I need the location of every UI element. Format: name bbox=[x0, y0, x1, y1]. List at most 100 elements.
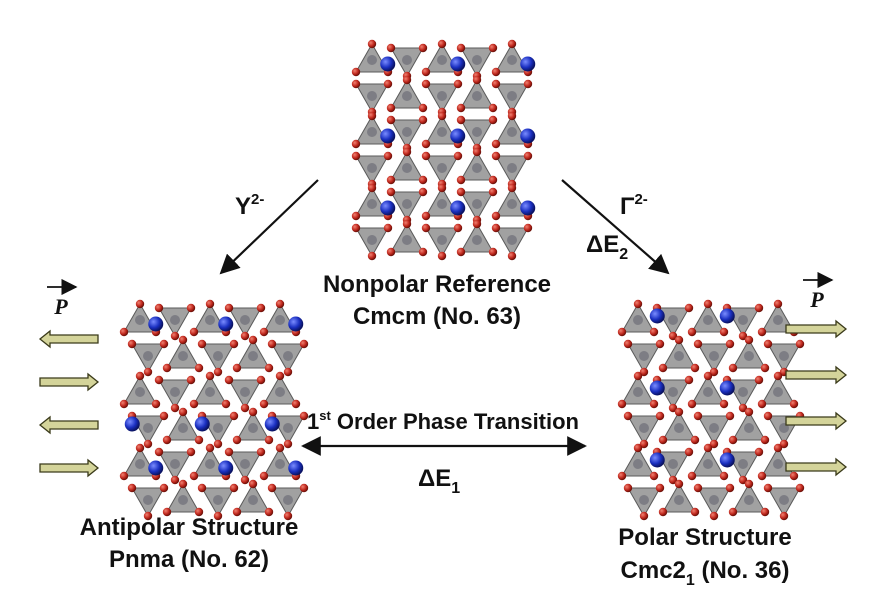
oxygen-atom bbox=[205, 371, 215, 381]
central-atom bbox=[402, 55, 412, 65]
oxygen-atom bbox=[453, 151, 463, 161]
oxygen-atom bbox=[383, 151, 393, 161]
oxygen-atom bbox=[719, 327, 729, 337]
cation-atom bbox=[380, 56, 396, 72]
central-atom bbox=[773, 315, 783, 325]
oxygen-atom bbox=[703, 371, 713, 381]
oxygen-atom bbox=[421, 79, 431, 89]
oxygen-atom bbox=[213, 511, 223, 521]
oxygen-atom bbox=[351, 223, 361, 233]
oxygen-atom bbox=[725, 483, 735, 493]
oxygen-atom bbox=[690, 435, 700, 445]
oxygen-atom bbox=[224, 303, 234, 313]
oxygen-atom bbox=[623, 339, 633, 349]
oxygen-atom bbox=[725, 411, 735, 421]
oxygen-atom bbox=[693, 411, 703, 421]
central-atom bbox=[283, 423, 293, 433]
oxygen-atom bbox=[523, 223, 533, 233]
oxygen-atom bbox=[728, 363, 738, 373]
oxygen-atom bbox=[488, 115, 498, 125]
oxygen-atom bbox=[658, 435, 668, 445]
oxygen-atom bbox=[623, 483, 633, 493]
oxygen-atom bbox=[687, 327, 697, 337]
oxygen-atom bbox=[170, 475, 180, 485]
central-atom bbox=[703, 387, 713, 397]
oxygen-atom bbox=[456, 115, 466, 125]
oxygen-atom bbox=[453, 223, 463, 233]
oxygen-atom bbox=[367, 39, 377, 49]
svg-text:P: P bbox=[809, 287, 824, 312]
oxygen-atom bbox=[773, 371, 783, 381]
nonpolar-space-group: Cmcm (No. 63) bbox=[353, 303, 521, 330]
oxygen-atom bbox=[684, 303, 694, 313]
oxygen-atom bbox=[170, 331, 180, 341]
central-atom bbox=[402, 235, 412, 245]
oxygen-atom bbox=[725, 339, 735, 349]
central-atom bbox=[668, 459, 678, 469]
oxygen-atom bbox=[386, 43, 396, 53]
oxygen-atom bbox=[488, 247, 498, 257]
oxygen-atom bbox=[674, 335, 684, 345]
oxygen-atom bbox=[154, 447, 164, 457]
oxygen-atom bbox=[754, 375, 764, 385]
central-atom bbox=[744, 423, 754, 433]
oxygen-atom bbox=[754, 447, 764, 457]
arrow-to-antipolar bbox=[219, 179, 319, 275]
polar-title: Polar Structure bbox=[618, 524, 791, 551]
oxygen-atom bbox=[709, 367, 719, 377]
central-atom bbox=[240, 459, 250, 469]
oxygen-atom bbox=[194, 435, 204, 445]
oxygen-atom bbox=[418, 103, 428, 113]
oxygen-atom bbox=[418, 43, 428, 53]
central-atom bbox=[178, 423, 188, 433]
oxygen-atom bbox=[154, 303, 164, 313]
oxygen-atom bbox=[617, 399, 627, 409]
oxygen-atom bbox=[617, 327, 627, 337]
central-atom bbox=[402, 127, 412, 137]
oxygen-atom bbox=[421, 67, 431, 77]
central-atom bbox=[437, 199, 447, 209]
oxygen-atom bbox=[283, 511, 293, 521]
central-atom bbox=[367, 235, 377, 245]
central-atom bbox=[205, 387, 215, 397]
central-atom bbox=[367, 163, 377, 173]
cation-atom bbox=[520, 128, 536, 144]
oxygen-atom bbox=[418, 175, 428, 185]
central-atom bbox=[205, 315, 215, 325]
oxygen-atom bbox=[127, 483, 137, 493]
oxygen-atom bbox=[421, 223, 431, 233]
central-atom bbox=[709, 423, 719, 433]
oxygen-atom bbox=[744, 407, 754, 417]
oxygen-atom bbox=[256, 375, 266, 385]
central-atom bbox=[135, 459, 145, 469]
oxygen-atom bbox=[623, 411, 633, 421]
oxygen-atom bbox=[178, 479, 188, 489]
energy-label-e2: ΔE2 bbox=[586, 231, 628, 263]
central-atom bbox=[240, 387, 250, 397]
oxygen-atom bbox=[267, 483, 277, 493]
oxygen-atom bbox=[143, 511, 153, 521]
central-atom bbox=[709, 351, 719, 361]
oxygen-atom bbox=[232, 507, 242, 517]
oxygen-atom bbox=[703, 443, 713, 453]
central-atom bbox=[437, 55, 447, 65]
oxygen-atom bbox=[178, 407, 188, 417]
polarization-label-left: P bbox=[47, 278, 78, 319]
oxygen-atom bbox=[386, 115, 396, 125]
oxygen-atom bbox=[119, 471, 129, 481]
oxygen-atom bbox=[205, 299, 215, 309]
central-atom bbox=[213, 495, 223, 505]
oxygen-atom bbox=[738, 331, 748, 341]
central-atom bbox=[283, 351, 293, 361]
oxygen-atom bbox=[151, 399, 161, 409]
oxygen-atom bbox=[162, 507, 172, 517]
central-atom bbox=[135, 387, 145, 397]
central-atom bbox=[668, 387, 678, 397]
oxygen-atom bbox=[170, 403, 180, 413]
central-atom bbox=[402, 163, 412, 173]
central-atom bbox=[178, 351, 188, 361]
oxygen-atom bbox=[763, 483, 773, 493]
cation-atom bbox=[719, 308, 735, 324]
cation-atom bbox=[380, 128, 396, 144]
oxygen-atom bbox=[135, 299, 145, 309]
